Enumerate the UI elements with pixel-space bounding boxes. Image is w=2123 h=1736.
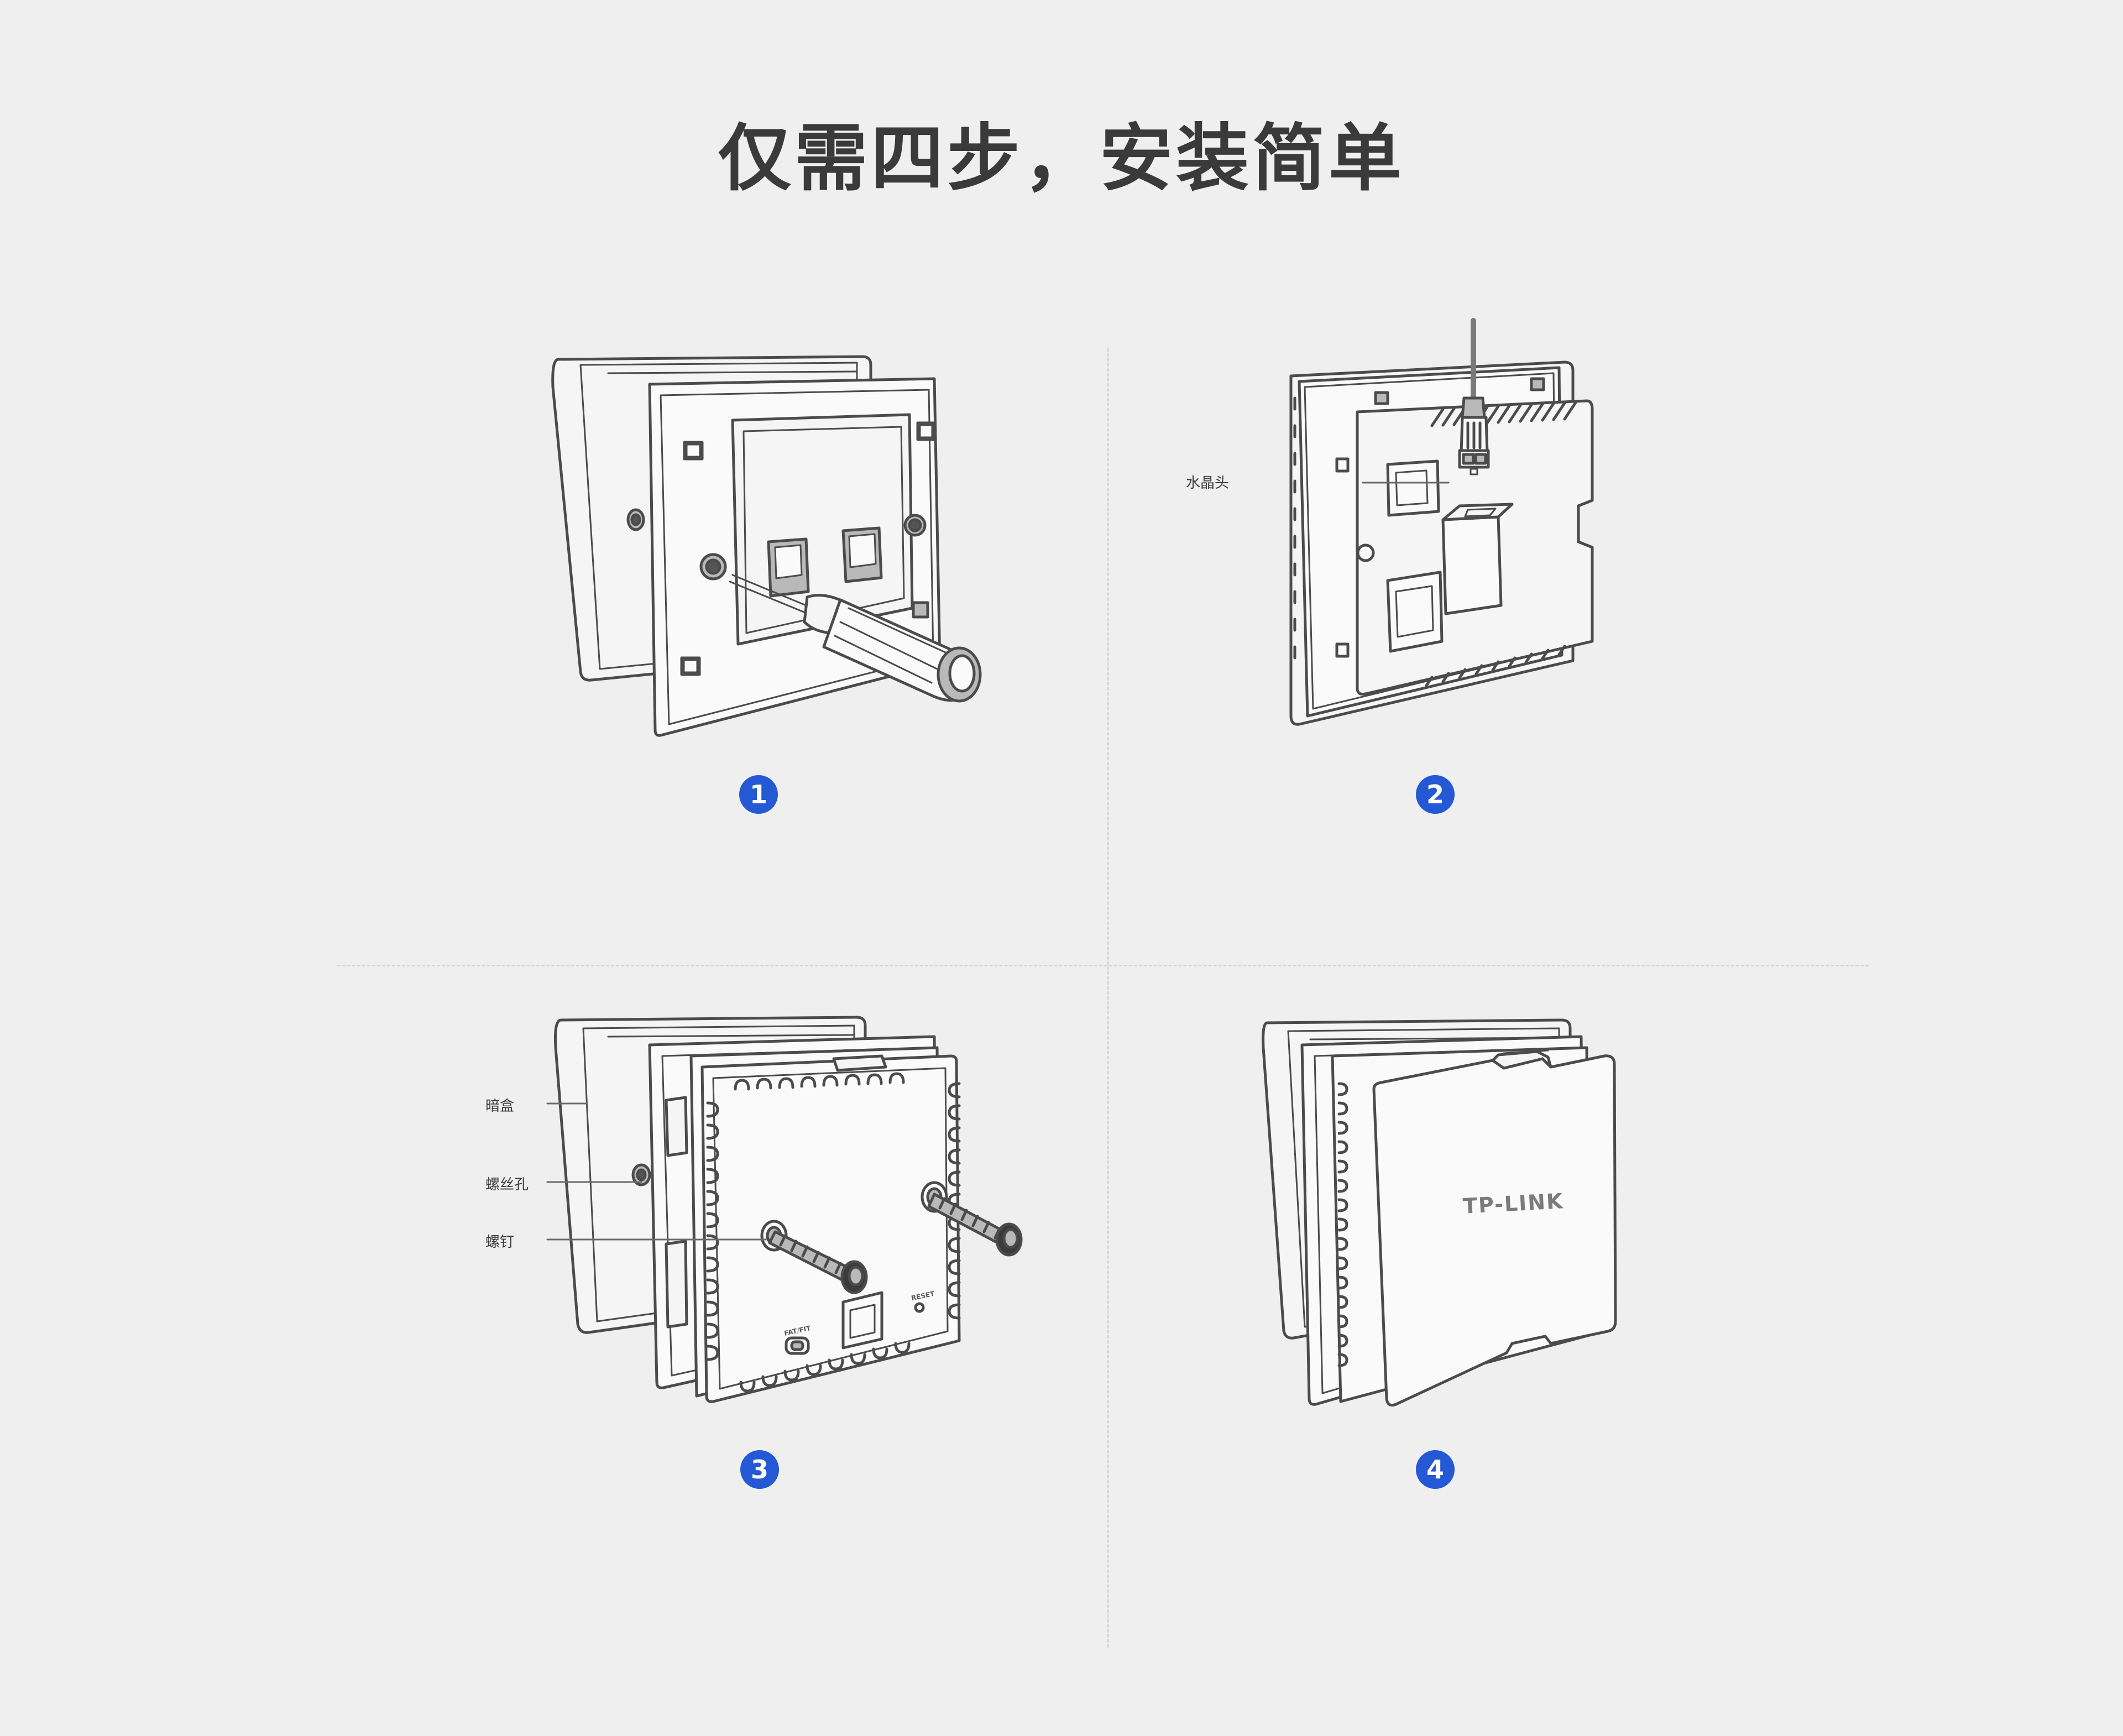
box-label: 暗盒 <box>485 1098 515 1115</box>
step-3-badge: 3 <box>740 1450 779 1489</box>
step-4-badge: 4 <box>1416 1450 1455 1489</box>
step2-illustration <box>1289 318 1594 726</box>
vertical-divider <box>1107 348 1109 1648</box>
step3-illustration <box>546 1016 1023 1403</box>
horizontal-divider <box>337 965 1869 966</box>
connector-label: 水晶头 <box>1186 475 1230 491</box>
step-1-badge: 1 <box>739 775 778 814</box>
step-2-badge: 2 <box>1416 775 1455 814</box>
screw-label: 螺钉 <box>485 1234 515 1251</box>
step1-illustration <box>551 355 982 737</box>
screw-hole-label: 螺丝孔 <box>485 1176 529 1193</box>
step4-illustration <box>1262 1018 1617 1407</box>
page-title: 仅需四步，安装简单 <box>718 116 1405 201</box>
